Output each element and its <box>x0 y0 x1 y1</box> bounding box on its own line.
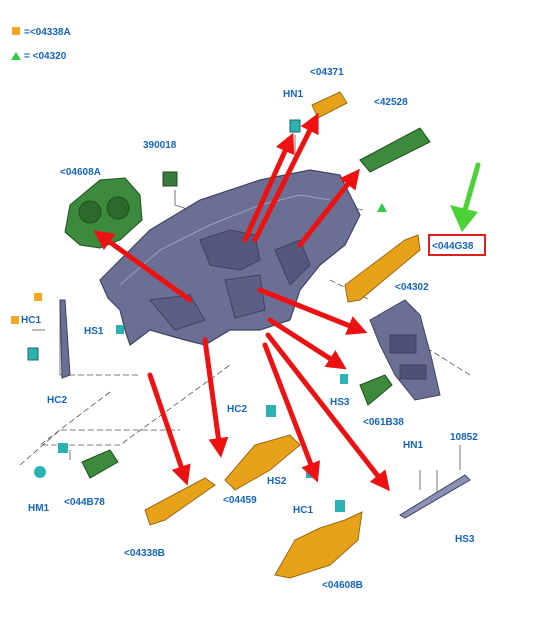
center-bezel <box>369 299 441 401</box>
part-04338B-shape <box>144 477 216 526</box>
part-390018-shape <box>162 171 178 187</box>
legend-triangle-text: = <04320 <box>24 51 67 62</box>
hc2-left-clip <box>58 443 68 453</box>
label-hn1-top: HN1 <box>283 89 303 100</box>
label-04459: <04459 <box>223 495 257 506</box>
red-arrows <box>93 112 390 492</box>
label-04302: <04302 <box>395 282 429 293</box>
hs1-clip <box>116 325 124 334</box>
instrument-panel <box>99 169 361 346</box>
left-side-trim <box>59 299 71 379</box>
label-hc1-left: HC1 <box>21 315 41 326</box>
label-hs3-mid: HS3 <box>330 397 350 408</box>
label-hc1-bottom: HC1 <box>293 505 313 516</box>
legend-triangle-icon <box>11 52 21 60</box>
part-10852-shape <box>399 474 471 519</box>
hc1-left-clip <box>27 347 39 361</box>
label-044B78: <044B78 <box>64 497 105 508</box>
label-hc2-mid: HC2 <box>227 404 247 415</box>
part-42528-shape <box>359 127 431 173</box>
part-044B78-shape <box>81 449 119 479</box>
label-390018: 390018 <box>143 140 177 151</box>
part-04608B-shape <box>274 511 363 579</box>
label-hc2-left: HC2 <box>47 395 67 406</box>
label-04608B: <04608B <box>322 580 363 591</box>
hm1-fastener <box>34 466 46 478</box>
label-04608A: <04608A <box>60 167 101 178</box>
label-04338B: <04338B <box>124 548 165 559</box>
label-hm1: HM1 <box>28 503 50 514</box>
highlight-box <box>428 234 486 256</box>
part-044G38-shape <box>344 234 421 303</box>
part-04371-shape <box>311 91 348 119</box>
label-04371: <04371 <box>310 67 344 78</box>
hc1-bottom-clip <box>335 500 345 512</box>
label-hn1-right: HN1 <box>403 440 423 451</box>
label-42528: <42528 <box>374 97 408 108</box>
hs3-mid-clip <box>340 374 348 384</box>
legend-square-icon <box>12 27 20 35</box>
label-10852: 10852 <box>450 432 478 443</box>
hc2-mid-clip <box>266 405 276 417</box>
hn1-top-clip <box>289 119 301 133</box>
label-hs2: HS2 <box>267 476 287 487</box>
label-044G38: <044G38 <box>432 241 474 252</box>
orange-square-marker-icon <box>34 293 42 301</box>
part-061B38-shape <box>359 374 393 406</box>
orange-square-marker-icon-2 <box>11 316 19 324</box>
part-04459-shape <box>224 434 301 491</box>
green-pointer-icon <box>450 162 481 232</box>
legend-square-text: =<04338A <box>24 27 71 38</box>
instrument-cluster-bezel <box>64 177 143 249</box>
label-hs3-right: HS3 <box>455 534 475 545</box>
triangle-marker-icon <box>377 203 387 212</box>
label-hs1: HS1 <box>84 326 104 337</box>
label-061B38: <061B38 <box>363 417 404 428</box>
